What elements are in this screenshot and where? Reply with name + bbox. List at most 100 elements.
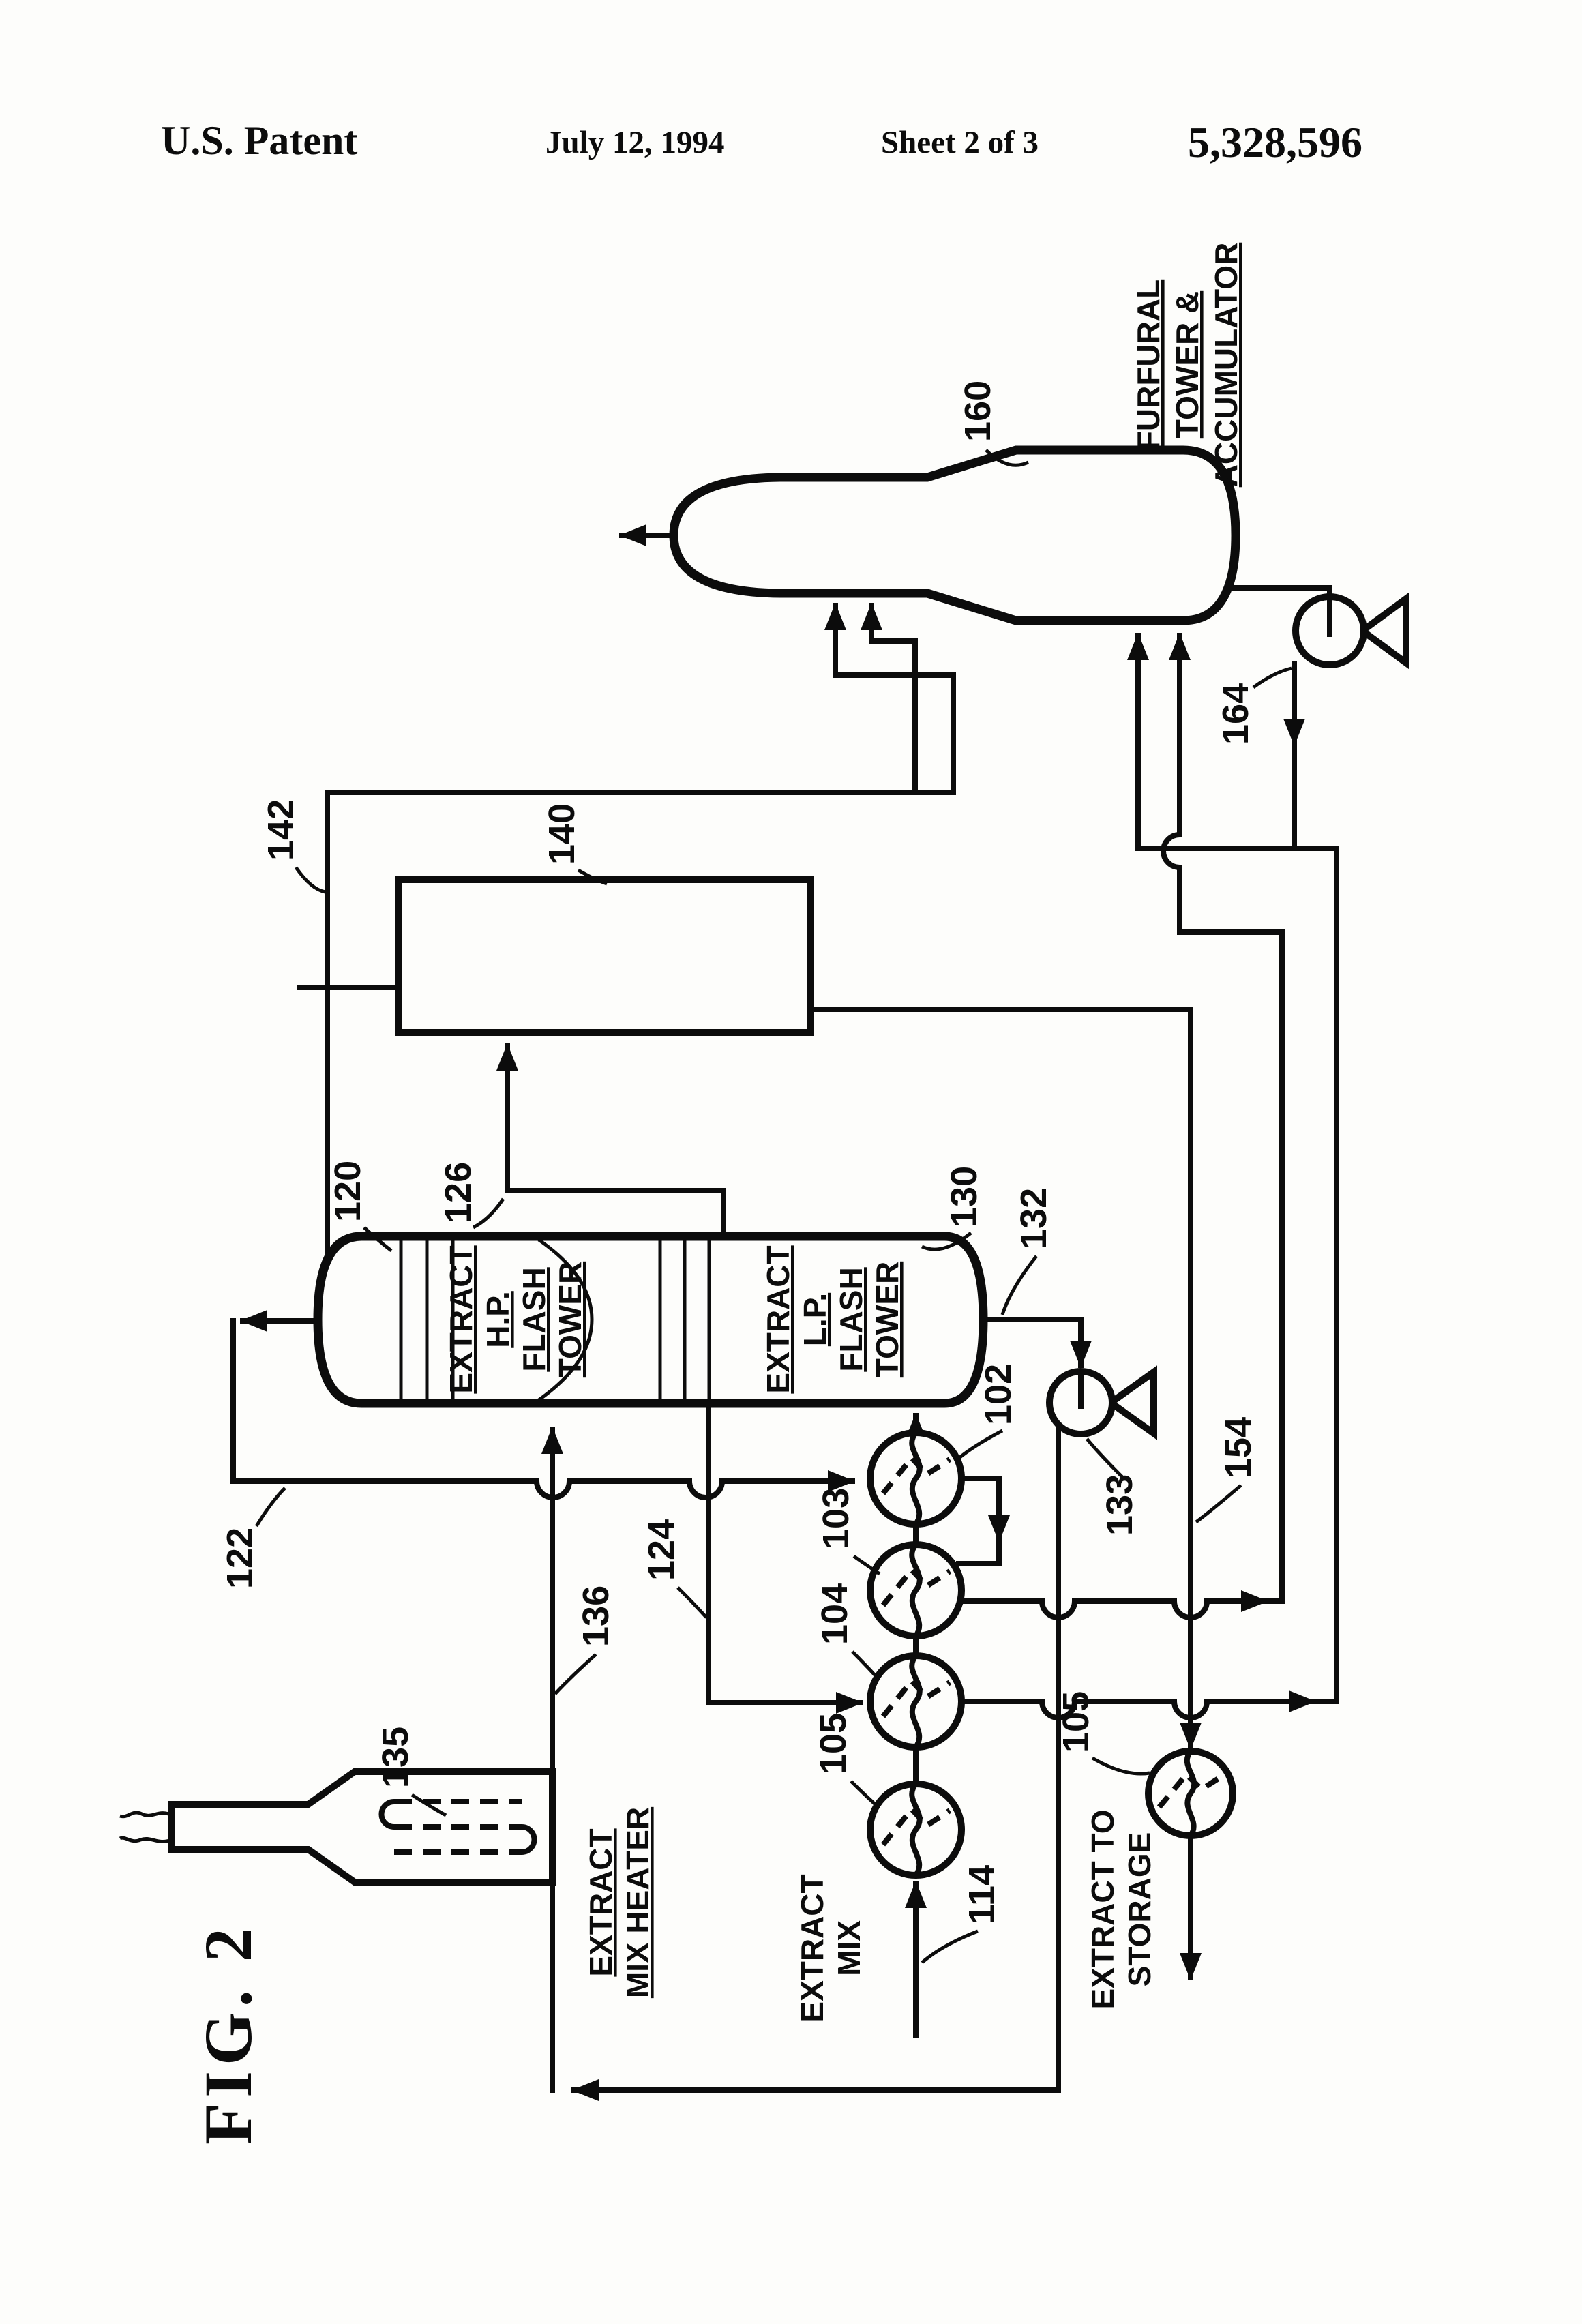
pump-133-symbol — [1046, 1365, 1157, 1440]
mix-heater-label-line1: EXTRACT — [583, 1828, 618, 1976]
extract-storage-label-line2: STORAGE — [1122, 1832, 1157, 1987]
ref-label-103: 103 — [816, 1488, 856, 1549]
heat-exchanger-train — [867, 1429, 1236, 1879]
riser-1960 — [1141, 846, 1339, 1704]
ref-label-135: 135 — [375, 1727, 416, 1788]
ref-label-114: 114 — [961, 1865, 1002, 1924]
leader-105b — [1091, 1756, 1150, 1776]
furnace-coil-dashes — [394, 1799, 522, 1855]
pump-164-symbol — [1292, 592, 1409, 670]
neck-duct-outer — [833, 672, 956, 795]
exch104-outlet — [959, 1690, 1316, 1720]
furfural-tower-label-line2: TOWER & — [1169, 291, 1205, 438]
extract-mix-label-line2: MIX — [831, 1920, 867, 1976]
exchanger-through-line — [909, 1652, 923, 1751]
exchanger-through-line — [909, 1429, 923, 1528]
bottom-loop-line — [571, 1427, 1061, 2101]
leader-126 — [472, 1197, 505, 1230]
leader-122 — [254, 1487, 286, 1528]
neck-duct-inner — [869, 638, 918, 795]
leader-103 — [852, 1554, 881, 1576]
flame-squiggle-icon — [119, 1811, 173, 1819]
sheet-number: Sheet 2 of 3 — [881, 125, 1039, 160]
ref-label-122: 122 — [220, 1528, 260, 1589]
heat-exchanger-103-symbol — [867, 1540, 965, 1640]
leader-130 — [921, 1232, 972, 1251]
hp-tower-label-line2: H.P. — [480, 1291, 516, 1348]
flame-squiggle-icon — [119, 1836, 173, 1844]
lp-tower-label-line1: EXTRACT — [760, 1245, 796, 1393]
hp-tower-label-line4: TOWER — [552, 1262, 588, 1377]
leader-102 — [956, 1429, 1004, 1461]
equipment-text-labels: FURFURAL TOWER & ACCUMULATOR EXTRACT H.P… — [443, 243, 1244, 2023]
reference-numerals: 160 164 142 140 120 126 130 132 102 103 … — [220, 381, 1292, 1964]
exch102-outlet — [959, 1476, 1010, 1543]
patent-header: U.S. Patent July 12, 1994 Sheet 2 of 3 5… — [161, 118, 1362, 166]
ref-label-104: 104 — [814, 1583, 855, 1645]
ref-label-132: 132 — [1013, 1188, 1054, 1249]
leader-160 — [985, 449, 1030, 467]
tower120-end-cap — [537, 1238, 594, 1402]
publication-name: U.S. Patent — [161, 118, 357, 163]
furfural-tower-vessel — [669, 445, 1240, 625]
ref-label-140: 140 — [541, 803, 582, 865]
figure-label: FIG. 2 — [190, 1922, 266, 2145]
lp-tower-label-line4: TOWER — [869, 1262, 905, 1377]
lp-tower-label-line2: L.P. — [797, 1293, 833, 1346]
leader-104 — [851, 1650, 880, 1680]
leader-132 — [1000, 1255, 1038, 1315]
ref-label-105b: 105 — [1056, 1691, 1096, 1753]
extract-mix-label-line1: EXTRACT — [794, 1874, 830, 2022]
flow-line-154 — [807, 1007, 1202, 1750]
storage-cooler-105-symbol — [1145, 1747, 1236, 1840]
flow-line-122 — [230, 1318, 855, 1500]
furnace-coil-ubend-left — [378, 1799, 395, 1830]
hp-tower-label-line3: FLASH — [516, 1267, 552, 1371]
riser-1880 — [1182, 929, 1285, 1604]
exch103-inlet — [956, 1532, 1002, 1566]
heat-exchanger-104-symbol — [867, 1652, 965, 1751]
furfural-tower-label-line3: ACCUMULATOR — [1208, 243, 1244, 488]
pump-triangle-icon — [1356, 592, 1409, 670]
publication-date: July 12, 1994 — [546, 125, 724, 160]
ref-label-160: 160 — [957, 381, 998, 442]
unit-140-box — [395, 876, 814, 1036]
lp-tower-label-line3: FLASH — [833, 1267, 869, 1371]
leader-136 — [554, 1653, 597, 1695]
heat-exchanger-105-symbol — [867, 1780, 965, 1879]
flash-towers-vessel — [313, 1232, 988, 1408]
leader-154 — [1195, 1484, 1242, 1523]
pump-triangle-icon — [1105, 1365, 1157, 1440]
flow-line-132 — [976, 1317, 1092, 1368]
ref-label-124: 124 — [641, 1519, 682, 1581]
leader-164 — [1252, 666, 1292, 689]
leader-140 — [577, 868, 608, 886]
exchanger-through-line — [1184, 1747, 1197, 1840]
mix-heater-label-line2: MIX HEATER — [620, 1807, 655, 1998]
ref-label-102: 102 — [978, 1364, 1019, 1425]
leader-135 — [411, 1793, 447, 1817]
extract-storage-label-line1: EXTRACT TO — [1085, 1809, 1120, 2009]
flow-line-126 — [505, 1188, 726, 1239]
leader-142 — [294, 866, 326, 894]
ref-label-105: 105 — [813, 1713, 854, 1774]
ref-label-133: 133 — [1099, 1474, 1140, 1536]
furfural-tower-label-line1: FURFURAL — [1131, 280, 1166, 450]
hp-tower-label-line1: EXTRACT — [443, 1245, 479, 1393]
exch103-outlet — [959, 1590, 1268, 1620]
flow-line-124 — [706, 1401, 863, 1714]
leader-124 — [676, 1586, 708, 1619]
tower160-feed-b — [1161, 633, 1191, 935]
heat-exchanger-102-symbol — [867, 1429, 965, 1528]
leader-133 — [1086, 1437, 1124, 1478]
ref-label-130: 130 — [944, 1166, 985, 1227]
ref-label-154: 154 — [1218, 1417, 1259, 1478]
leader-114 — [921, 1929, 979, 1964]
flow-line-142 — [325, 790, 956, 1270]
ref-label-164: 164 — [1215, 683, 1256, 745]
exchanger-through-line — [909, 1780, 923, 1879]
ref-label-126: 126 — [438, 1162, 479, 1223]
leader-105 — [850, 1780, 880, 1808]
